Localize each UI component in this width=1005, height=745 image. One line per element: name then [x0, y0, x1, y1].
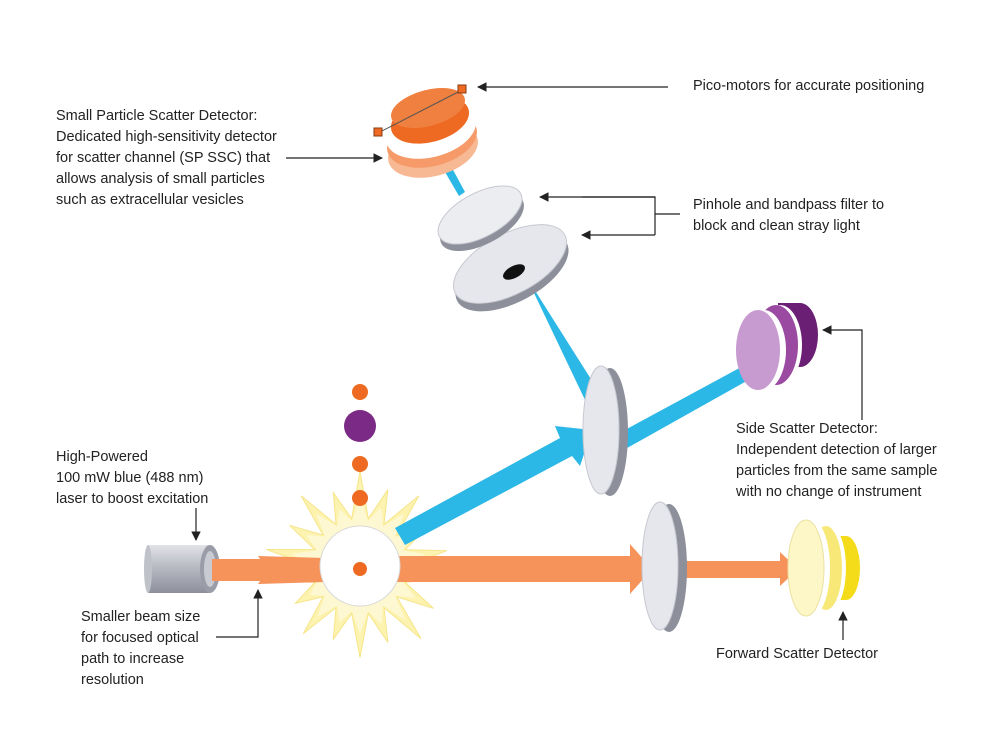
callout-lines: [191, 82, 863, 640]
label-pico-motors: Pico-motors for accurate positioning: [693, 78, 925, 94]
particle-small: [352, 456, 368, 472]
beam-splitter-lens: [582, 365, 628, 496]
pinhole-callout-line: [582, 196, 656, 235]
label-side-scatter: Side Scatter Detector: Independent detec…: [736, 421, 938, 500]
particle-small: [352, 490, 368, 506]
scatter-beam: [395, 168, 752, 545]
label-beam-size: Smaller beam size for focused optical pa…: [81, 609, 201, 688]
laser-source: [144, 545, 220, 593]
forward-lens: [641, 501, 687, 632]
particle-stream: [344, 384, 376, 506]
side-callout-line: [822, 325, 863, 420]
pico-motor: [373, 127, 383, 137]
forward-scatter-detector: [787, 519, 860, 617]
label-pinhole-filter: Pinhole and bandpass filter to block and…: [693, 197, 885, 234]
bandpass-filter: [437, 185, 524, 252]
interrogation-point: [319, 525, 401, 607]
beam-callout-line: [216, 589, 263, 638]
pinhole-filter: [452, 224, 569, 312]
side-scatter-detector: [736, 303, 818, 390]
label-sp-detector: Small Particle Scatter Detector: Dedicat…: [56, 108, 277, 208]
sp-scatter-detector: [373, 84, 478, 178]
laser-beam: [212, 544, 798, 594]
pico-motor: [457, 84, 467, 94]
particle-small: [352, 384, 368, 400]
label-forward-scatter: Forward Scatter Detector: [716, 646, 878, 662]
label-laser: High-Powered 100 mW blue (488 nm) laser …: [56, 449, 209, 507]
particle-in-beam: [353, 562, 367, 576]
particle-large: [344, 410, 376, 442]
